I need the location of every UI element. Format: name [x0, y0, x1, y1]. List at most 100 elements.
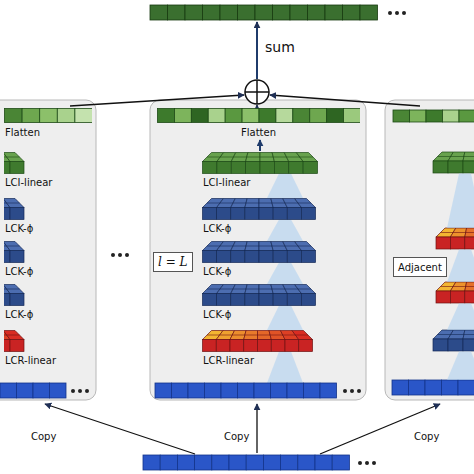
branch-panel [0, 100, 96, 400]
input-cell [50, 383, 67, 398]
slab-front-cell [217, 208, 231, 220]
input-cell [238, 383, 255, 398]
output-cell [290, 5, 308, 20]
input-cell [315, 455, 332, 470]
input-cell [33, 383, 50, 398]
slab-grid-line [441, 232, 474, 233]
layer-block: LCK-ϕ [202, 198, 316, 235]
free-label-holder: Copy [30, 426, 57, 444]
label-row: Flatten [157, 125, 360, 139]
slab-front-cell [301, 251, 315, 263]
slab-front-cell [463, 339, 474, 351]
label-row: LCK-ϕ [202, 307, 316, 321]
slab-front-cell [433, 339, 448, 351]
layer-block: LCK-ϕ [4, 198, 37, 235]
slab-front-cell [465, 237, 474, 249]
input-cell [271, 383, 288, 398]
output-cell [168, 5, 186, 20]
layer-label: LCI-linear [202, 177, 251, 189]
free-label-holder: Copy [413, 426, 440, 444]
slab-grid-line [207, 203, 311, 204]
layer-slab [202, 241, 316, 263]
input-cell [143, 455, 160, 470]
slab-front-cell [436, 291, 450, 303]
label-row: LCK-ϕ [4, 264, 37, 278]
slab-grid-line [207, 335, 308, 336]
slab-front-cell [10, 340, 24, 352]
slab-front-cell [10, 208, 24, 220]
slab-front-cell [216, 340, 230, 352]
slab-front-cell [231, 294, 245, 306]
feature-cell [22, 109, 40, 123]
slab-front-cell [217, 251, 231, 263]
output-cell [185, 5, 203, 20]
label-row: LCI-linear [4, 175, 56, 189]
slab-front-cell [463, 161, 474, 173]
input-cell [17, 383, 34, 398]
feature-cell [174, 109, 191, 123]
receptive-field [267, 306, 303, 331]
input-cell [177, 455, 194, 470]
copy-label: Copy [413, 431, 440, 443]
annotation-box: Adjacent [393, 257, 447, 277]
slab-front-cell [203, 340, 217, 352]
input-cell [298, 455, 315, 470]
layer-block: LCI-linear [202, 152, 318, 189]
slab-front-cell [203, 294, 217, 306]
input-cell [155, 383, 172, 398]
layer-label: LCK-ϕ [202, 309, 232, 321]
input-cell [0, 383, 17, 398]
receptive-field [267, 174, 303, 199]
slab-front-cell [303, 162, 317, 174]
slab-front-cell [273, 208, 287, 220]
label-row: LCK-ϕ [4, 221, 37, 235]
feature-cell [276, 109, 293, 123]
copy-label: Copy [223, 431, 250, 443]
slab-front-cell [10, 294, 24, 306]
layer-block: LCK-ϕ [4, 241, 37, 278]
slab-front-cell [287, 251, 301, 263]
label-row: LCR-linear [202, 353, 313, 367]
feature-cell [191, 109, 208, 123]
input-cell [281, 455, 298, 470]
label-row: LCK-ϕ [202, 264, 316, 278]
slab-front-cell [4, 208, 10, 220]
layer-block: LCR-linear [202, 330, 313, 367]
ellipsis-dot [402, 11, 406, 15]
input-cell [205, 383, 222, 398]
feature-cell [158, 109, 175, 123]
input-cell [287, 383, 304, 398]
slab-front-cell [4, 294, 10, 306]
layer-label: Flatten [240, 127, 277, 139]
slab-front-cell [244, 340, 258, 352]
feature-cell [344, 109, 360, 123]
label-row: LCK-ϕ [4, 307, 37, 321]
slab-front-cell [299, 340, 313, 352]
label-row: LCI-linear [202, 175, 318, 189]
output-cell [203, 5, 221, 20]
layer-slab [4, 198, 37, 220]
layer-slab [202, 284, 316, 306]
feature-bar [157, 108, 360, 124]
feature-cell [443, 110, 460, 122]
output-cell [273, 5, 291, 20]
layer-label: LCK-ϕ [4, 223, 34, 235]
output-cell [150, 5, 168, 20]
layer-slab [202, 330, 313, 352]
feature-cell [208, 109, 225, 123]
input-cell [195, 455, 212, 470]
slab-front-cell [231, 251, 245, 263]
slab-front-cell [450, 291, 464, 303]
input-cell [172, 383, 189, 398]
output-cell [255, 5, 273, 20]
input-cell [409, 380, 426, 395]
layer-label: LCR-linear [4, 355, 57, 367]
input-cell [304, 383, 321, 398]
slab-front-cell [245, 251, 259, 263]
feature-cell [57, 109, 75, 123]
input-cell [332, 455, 349, 470]
feature-cell [410, 110, 427, 122]
